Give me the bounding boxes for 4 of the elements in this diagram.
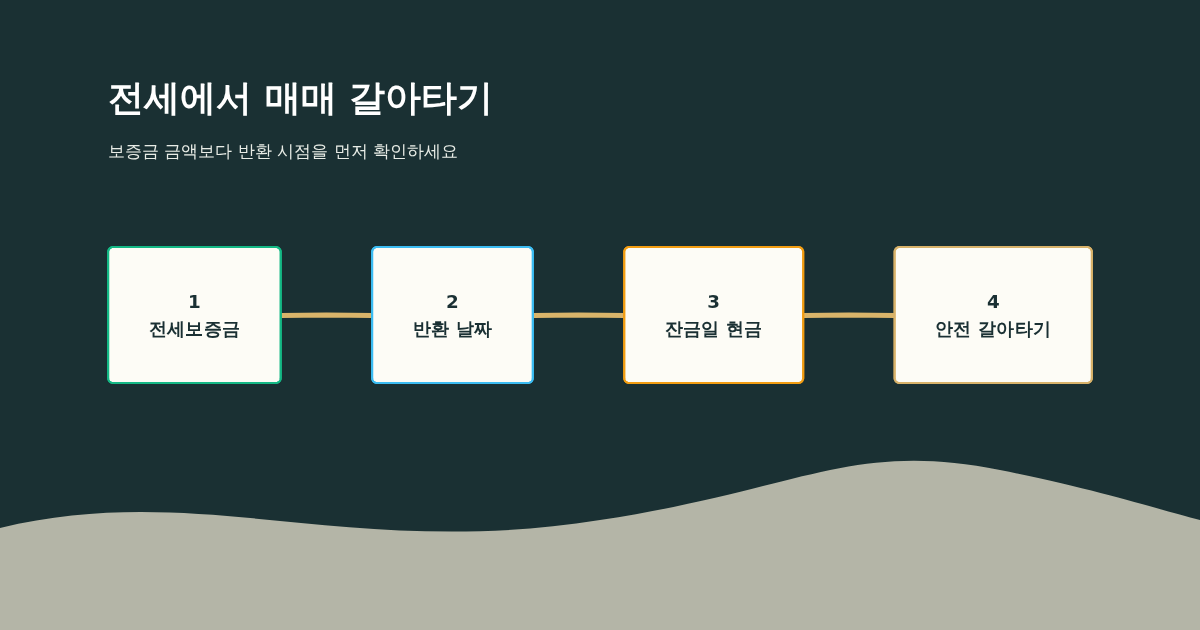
connector — [533, 312, 625, 319]
subtitle: 보증금 금액보다 반환 시점을 먼저 확인하세요 — [108, 140, 459, 163]
title: 전세에서 매매 갈아타기 — [108, 76, 494, 120]
connector — [281, 312, 373, 319]
